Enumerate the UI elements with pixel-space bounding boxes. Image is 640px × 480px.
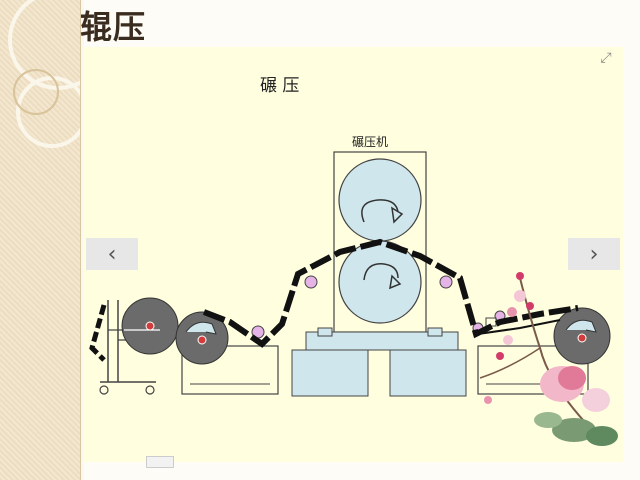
guide-roller-left-mid <box>304 275 318 289</box>
machine-base-tab-left <box>317 327 333 337</box>
blossom-decoration <box>479 272 618 446</box>
material-belt <box>202 238 579 348</box>
lower-roller-arrowhead <box>389 274 402 290</box>
decorative-side-band <box>0 0 80 480</box>
machine-base-left-block <box>291 349 369 397</box>
left-reel-center <box>197 335 207 345</box>
lower-roller <box>338 240 422 324</box>
lower-roller-rotation-icon <box>363 263 399 281</box>
diagram-heading: 碾 压 <box>260 76 299 96</box>
rewind-reel-center <box>577 333 587 343</box>
machine-base-right-block <box>389 349 467 397</box>
side-divider <box>80 0 84 480</box>
rewind-reel-rotation-icon <box>565 319 597 333</box>
machine-base-top <box>305 331 459 351</box>
machine-base-tab-right <box>427 327 443 337</box>
bottom-scroll-handle[interactable] <box>146 456 174 468</box>
material-belt-return <box>477 319 561 335</box>
guide-roller-right-mid <box>439 275 453 289</box>
upper-roller-rotation-icon <box>361 199 399 223</box>
machine-label: 碾压机 <box>352 135 388 149</box>
decorative-circles <box>8 0 80 148</box>
expand-icon[interactable]: ⤢ <box>600 50 612 66</box>
left-reel-rotation-icon <box>185 321 217 335</box>
upper-roller-arrowhead <box>391 206 404 224</box>
next-slide-button[interactable]: › <box>568 238 620 270</box>
slide-title: 辊压 <box>80 8 147 46</box>
right-table <box>477 345 589 395</box>
unwind-reel-center <box>145 321 155 331</box>
previous-slide-button[interactable]: ‹ <box>86 238 138 270</box>
left-table <box>181 345 279 395</box>
